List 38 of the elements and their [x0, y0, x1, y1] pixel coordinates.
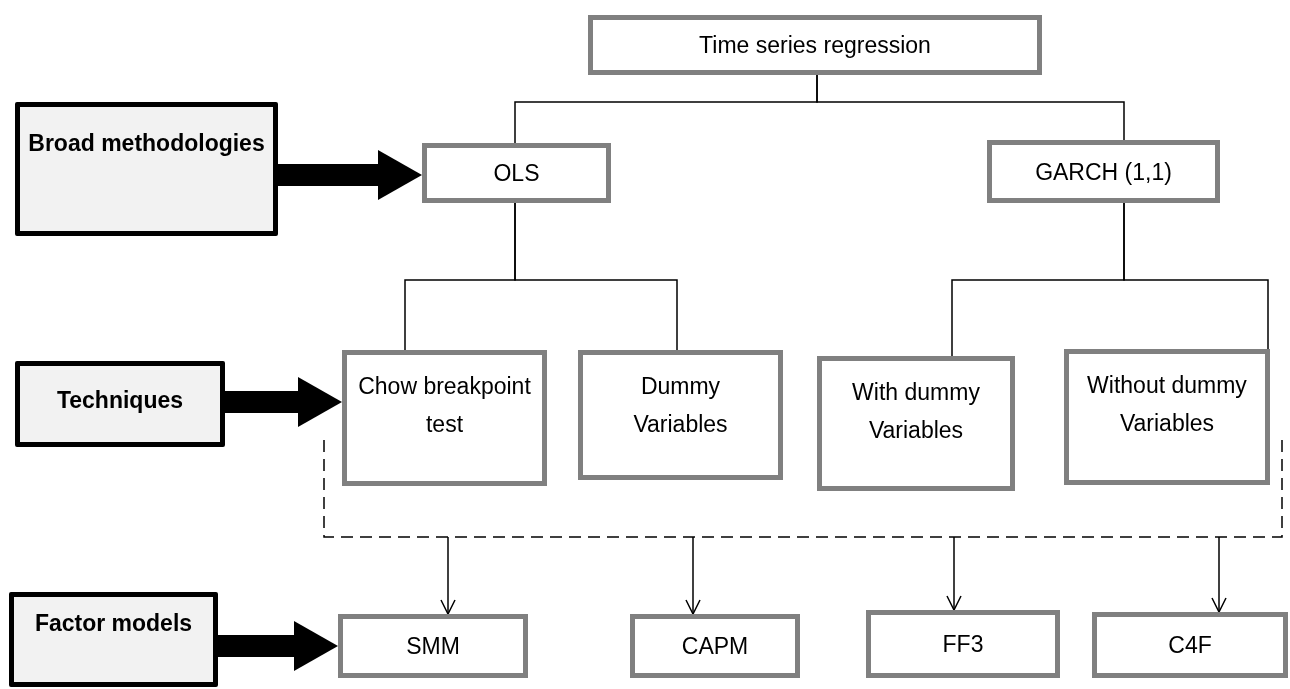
- category-box: [9, 592, 218, 687]
- category-box: [15, 361, 225, 447]
- box-label: CAPM: [680, 632, 750, 661]
- box-label: Factor models: [33, 609, 194, 638]
- method-box: [1064, 349, 1270, 485]
- box-label: Without dummy Variables: [1086, 371, 1248, 438]
- box-label: GARCH (1,1): [1034, 157, 1173, 187]
- box-label: SMM: [405, 632, 461, 661]
- block-arrow: [225, 377, 342, 427]
- box-label: C4F: [1167, 631, 1213, 660]
- method-box: [342, 350, 547, 486]
- method-box: [817, 356, 1015, 491]
- method-box: [630, 614, 800, 678]
- method-box: [422, 143, 611, 203]
- arrow: [440, 536, 456, 615]
- method-box: [588, 15, 1042, 75]
- arrow: [685, 536, 701, 615]
- category-box: [15, 102, 278, 236]
- connector-line: [514, 202, 678, 351]
- box-label: Broad methodologies: [27, 129, 266, 158]
- block-arrow: [278, 150, 422, 200]
- box-label: Techniques: [55, 386, 185, 415]
- method-box: [578, 350, 783, 480]
- box-label: With dummy Variables: [851, 378, 981, 445]
- arrow: [946, 536, 962, 611]
- box-label: FF3: [941, 630, 985, 659]
- method-box: [338, 614, 528, 678]
- method-box: [866, 610, 1060, 678]
- arrow: [1211, 536, 1227, 613]
- block-arrow: [218, 621, 338, 671]
- method-box: [1092, 612, 1288, 678]
- box-label: Chow breakpoint test: [357, 372, 532, 439]
- box-label: OLS: [492, 159, 541, 188]
- box-label: Time series regression: [698, 31, 932, 60]
- box-label: Dummy Variables: [632, 372, 729, 439]
- method-box: [987, 140, 1220, 203]
- connector-line: [816, 74, 1125, 141]
- connector-line: [1123, 202, 1269, 350]
